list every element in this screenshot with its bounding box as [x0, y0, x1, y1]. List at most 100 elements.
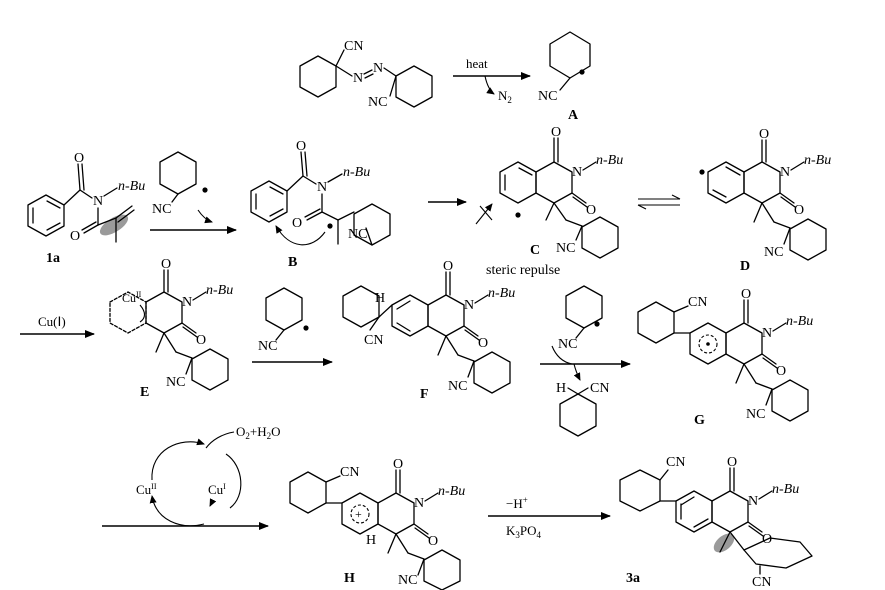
cn-label: CN [340, 465, 359, 480]
oxygen-label: O [70, 229, 80, 244]
n-butyl-label: n-Bu [786, 314, 813, 329]
oxygen-label: O [776, 364, 786, 379]
compound-label-3a: 3a [626, 571, 640, 586]
oxygen-label: O [393, 457, 403, 472]
oxygen-label: O [443, 259, 453, 274]
compound-label-E: E [140, 385, 149, 400]
compound-label-A: A [568, 108, 579, 123]
radical-intermediate-C: O N n-Bu O NC steric repulse C [475, 125, 623, 278]
oxygen-label: O [196, 333, 206, 348]
intermediate-F: H CN O N n-Bu O NC F [342, 259, 515, 402]
second-radical-addition-arrow: NC [252, 287, 333, 366]
n2-label: N2 [498, 88, 512, 105]
plus-charge: + [355, 507, 362, 521]
cu-ii-label: CuII [122, 290, 142, 305]
n-butyl-label: n-Bu [772, 482, 799, 497]
n-butyl-label: n-Bu [343, 165, 370, 180]
radical-intermediate-B: O N n-Bu O NC B [250, 139, 391, 270]
n-butyl-label: n-Bu [206, 283, 233, 298]
cn-label: CN [344, 39, 363, 54]
cu-i-cycle-label: CuI [208, 482, 226, 497]
compound-label-C: C [530, 243, 540, 258]
oxygen-label: O [478, 336, 488, 351]
cu-i-label: Cu(Ⅰ) [38, 314, 66, 329]
nc-label: NC [368, 95, 387, 110]
oxygen-label: O [74, 151, 84, 166]
steric-repulse-label: steric repulse [486, 263, 560, 278]
nitrogen-label: N [762, 326, 772, 341]
intermediate-G: CN O N n-Bu O NC G [637, 287, 813, 428]
copper-catalytic-cycle: O2+H2O CuII CuI [102, 424, 281, 530]
oxygen-label: O [428, 534, 438, 549]
cn-label: CN [590, 381, 609, 396]
compound-label-F: F [420, 387, 429, 402]
radical-intermediate-D: O N n-Bu O NC D [699, 127, 831, 274]
o2-h2o-label: O2+H2O [236, 424, 281, 441]
cu-oxidation-arrow: Cu(Ⅰ) [20, 314, 95, 338]
nitrogen-label: N [93, 194, 103, 209]
compound-label-B: B [288, 255, 297, 270]
nitrogen-label: N [414, 496, 424, 511]
hat-arrow: NC H CN [540, 285, 631, 437]
cn-label: CN [688, 295, 707, 310]
oxygen-label: O [292, 216, 302, 231]
n-butyl-label: n-Bu [438, 484, 465, 499]
heat-label: heat [466, 56, 488, 71]
nitrogen-label: N [780, 165, 790, 180]
n-butyl-label: n-Bu [118, 179, 145, 194]
azo-n-label-2: N [373, 61, 383, 76]
nc-label: NC [556, 241, 575, 256]
compound-label-1a: 1a [46, 251, 60, 266]
cn-label: CN [666, 455, 685, 470]
nc-label: NC [258, 339, 277, 354]
oxygen-label: O [741, 287, 751, 302]
compound-label-H: H [344, 571, 355, 586]
cn-label: CN [364, 333, 383, 348]
nitrogen-label: N [748, 494, 758, 509]
nitrogen-label: N [464, 298, 474, 313]
radical-A: NC A [538, 31, 591, 123]
alkene-highlight [99, 214, 129, 236]
substrate-1a: O N n-Bu O 1a [27, 151, 145, 266]
heat-arrow: heat N2 [453, 56, 531, 105]
nitrogen-label: N [572, 165, 582, 180]
n-butyl-label: n-Bu [596, 153, 623, 168]
hydrogen-label: H [366, 533, 376, 548]
cationic-intermediate-H: CN + O N n-Bu O H NC H [289, 457, 465, 590]
oxygen-label: O [759, 127, 769, 142]
azo-n-label: N [353, 71, 363, 86]
equilibrium-arrows [637, 194, 681, 210]
cu-ii-cycle-label: CuII [136, 482, 157, 497]
nc-label: NC [166, 375, 185, 390]
oxygen-label: O [586, 203, 596, 218]
oxygen-label: O [794, 203, 804, 218]
nc-label: NC [348, 227, 367, 242]
nc-label: NC [152, 202, 171, 217]
nc-label: NC [398, 573, 417, 588]
oxygen-label: O [551, 125, 561, 140]
nc-label: NC [538, 89, 557, 104]
hydrogen-label: H [556, 381, 566, 396]
compound-label-G: G [694, 413, 705, 428]
hydrogen-label: H [375, 291, 385, 306]
oxygen-label: O [296, 139, 306, 154]
deprotonation-arrow: −H+ K3PO4 [488, 495, 611, 540]
initiator-azo-compound: CN N N NC [299, 39, 433, 110]
nc-label: NC [448, 379, 467, 394]
n-butyl-label: n-Bu [488, 286, 515, 301]
intermediate-E: CuII O N n-Bu O NC E [109, 257, 233, 400]
oxygen-label: O [727, 455, 737, 470]
nc-label: NC [558, 337, 577, 352]
nitrogen-label: N [317, 180, 327, 195]
nitrogen-label: N [182, 295, 192, 310]
product-3a: CN O N n-Bu O CN 3a [619, 455, 813, 590]
radical-dot [579, 69, 585, 75]
compound-label-D: D [740, 259, 750, 274]
n-butyl-label: n-Bu [804, 153, 831, 168]
k3po4-label: K3PO4 [506, 523, 542, 540]
cn-label: CN [752, 575, 771, 590]
nc-label: NC [764, 245, 783, 260]
minus-h-label: −H+ [506, 495, 528, 511]
nc-label: NC [746, 407, 765, 422]
